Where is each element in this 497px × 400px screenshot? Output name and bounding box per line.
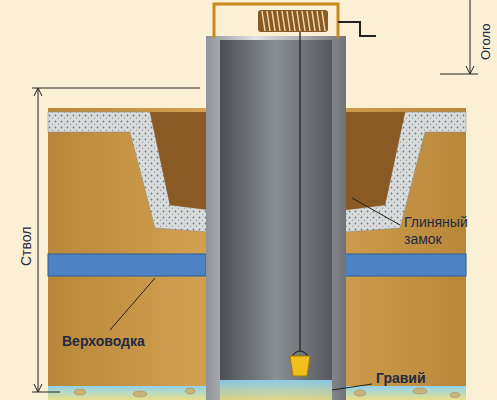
drum-coil — [322, 11, 325, 31]
dimension-line — [32, 0, 478, 392]
clay-lock — [150, 112, 210, 210]
perched-water — [48, 254, 206, 276]
drum-coil — [272, 11, 275, 31]
leader-line — [352, 198, 400, 225]
dimension-label: Оголо — [478, 22, 494, 62]
drum-coil — [287, 11, 290, 31]
rope — [299, 32, 300, 352]
leader-line — [110, 278, 155, 330]
bucket — [290, 356, 310, 376]
drum-coil — [267, 11, 270, 31]
part-label: Глиняный замок — [404, 214, 484, 248]
drum-coil — [292, 11, 295, 31]
windlass-drum — [258, 10, 328, 32]
drum-coil — [307, 11, 310, 31]
drum-coil — [302, 11, 305, 31]
part-label: Верховодка — [62, 333, 145, 350]
well-shaft — [206, 36, 346, 400]
clay-lock — [345, 112, 405, 210]
windlass-handle — [338, 22, 376, 36]
part-label: Гравий — [376, 370, 426, 387]
leader-line — [332, 384, 372, 390]
drum-coil — [297, 11, 300, 31]
drum-coil — [282, 11, 285, 31]
drum-coil — [277, 11, 280, 31]
clay-lock-concrete — [48, 112, 210, 232]
drum-coil — [317, 11, 320, 31]
dimension-label: Ствол — [18, 225, 35, 268]
perched-water — [345, 254, 466, 276]
drum-coil — [262, 11, 265, 31]
windlass-frame — [214, 4, 338, 38]
drum-coil — [312, 11, 315, 31]
well-inside — [220, 40, 332, 400]
